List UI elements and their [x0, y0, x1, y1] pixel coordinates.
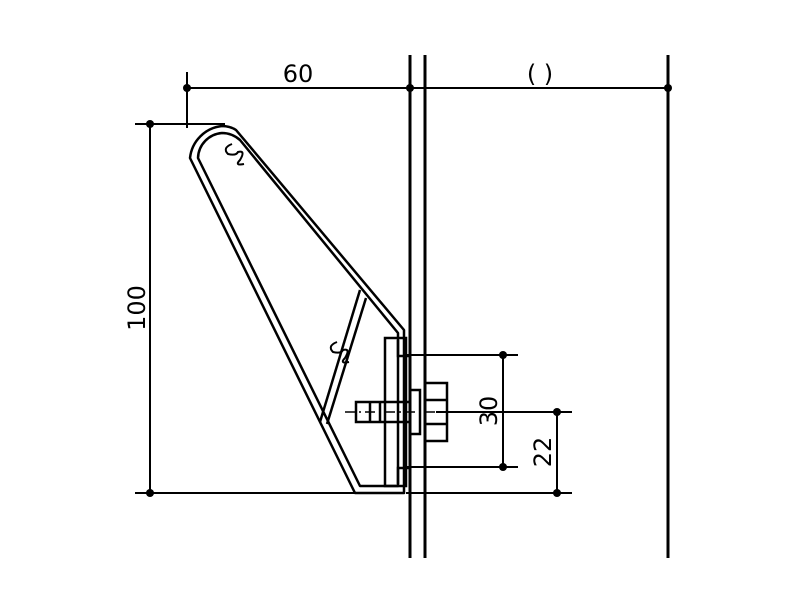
right-dimensions [406, 351, 572, 497]
hook-top [224, 143, 245, 166]
bracket-rib-inner [325, 297, 368, 425]
wall-gap-dimension-label: ( ) [527, 60, 553, 88]
hook-middle [329, 341, 350, 364]
bracket-body [188, 124, 406, 495]
width-dimension-label: 60 [283, 60, 314, 88]
dot-30-bottom [499, 463, 507, 471]
height-dimension-label: 100 [123, 285, 151, 331]
bolt-spacing-label: 30 [475, 396, 503, 427]
left-dim-dot-bottom [146, 489, 154, 497]
bolt-assembly [345, 381, 470, 443]
bracket-inner-contour [196, 131, 400, 488]
bolt-shank [354, 400, 412, 424]
curl-hooks [224, 143, 350, 364]
dot-22-top [553, 408, 561, 416]
bracket-rib-outer [318, 289, 362, 423]
top-dim-dot-mid [406, 84, 414, 92]
top-dim-dot-left [183, 84, 191, 92]
left-dimension [135, 120, 360, 497]
bracket-outer-contour [188, 124, 406, 495]
dot-30-top [499, 351, 507, 359]
bolt-offset-label: 22 [529, 437, 557, 468]
top-dimension [183, 72, 672, 128]
left-dim-dot-top [146, 120, 154, 128]
top-dim-dot-right [664, 84, 672, 92]
dot-22-bottom [553, 489, 561, 497]
wall-lines [408, 55, 670, 558]
